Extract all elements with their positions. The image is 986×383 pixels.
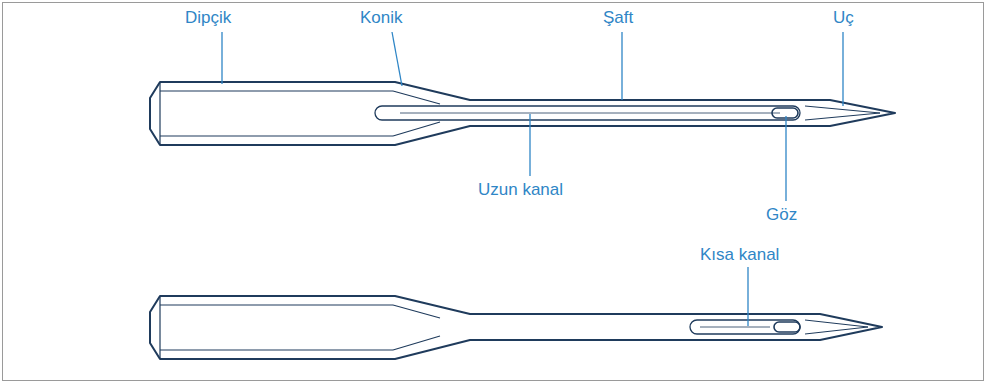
part-label: Uzun kanal bbox=[478, 180, 563, 200]
part-label: Konik bbox=[360, 8, 403, 28]
part-label: Uç bbox=[833, 8, 854, 28]
frame bbox=[3, 3, 984, 381]
part-label: Göz bbox=[766, 205, 797, 225]
part-label: Dipçik bbox=[185, 8, 231, 28]
part-label: Kısa kanal bbox=[700, 245, 779, 265]
leader-lines bbox=[222, 32, 843, 326]
needle-short-groove bbox=[150, 296, 882, 359]
part-label: Şaft bbox=[603, 8, 633, 28]
needle-long-groove bbox=[150, 82, 895, 145]
